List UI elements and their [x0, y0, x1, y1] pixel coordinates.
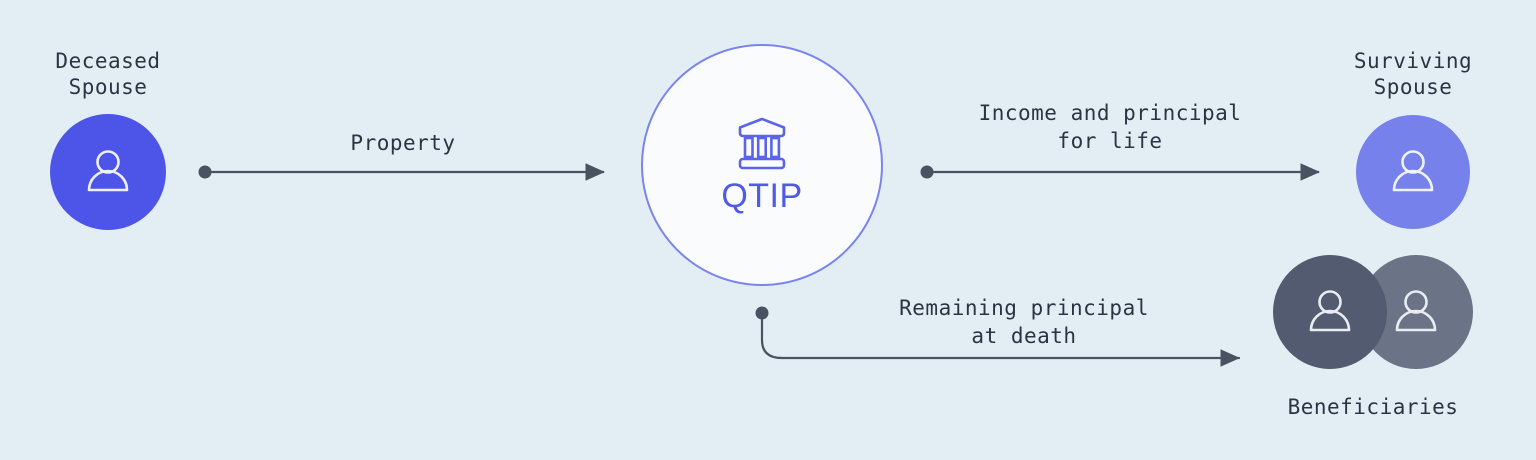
bank-icon	[738, 117, 786, 169]
property-edge-label: Property	[350, 131, 456, 155]
remaining-principal-edge-label: Remaining principal at death	[899, 296, 1149, 348]
beneficiary-avatar-left[interactable]	[1273, 255, 1387, 369]
person-icon	[87, 150, 129, 192]
person-icon	[1309, 290, 1351, 332]
beneficiaries-label: Beneficiaries	[1287, 395, 1459, 419]
person-icon	[1395, 290, 1437, 332]
deceased-spouse-avatar[interactable]	[50, 114, 166, 230]
surviving-spouse-avatar[interactable]	[1356, 115, 1470, 229]
deceased-spouse-label: Deceased Spouse	[55, 49, 161, 99]
income-edge-label: Income and principal for life	[978, 101, 1242, 153]
income-arrow-start-dot	[920, 165, 934, 179]
property-arrow-start-dot	[198, 165, 212, 179]
income-arrow	[920, 163, 1321, 181]
qtip-label: QTIP	[721, 176, 803, 215]
surviving-spouse-label: Surviving Spouse	[1353, 49, 1473, 99]
remaining-principal-arrow-start-dot	[755, 306, 769, 320]
property-arrow	[198, 163, 606, 181]
qtip-node[interactable]: QTIP	[641, 44, 883, 286]
person-icon	[1392, 150, 1434, 192]
